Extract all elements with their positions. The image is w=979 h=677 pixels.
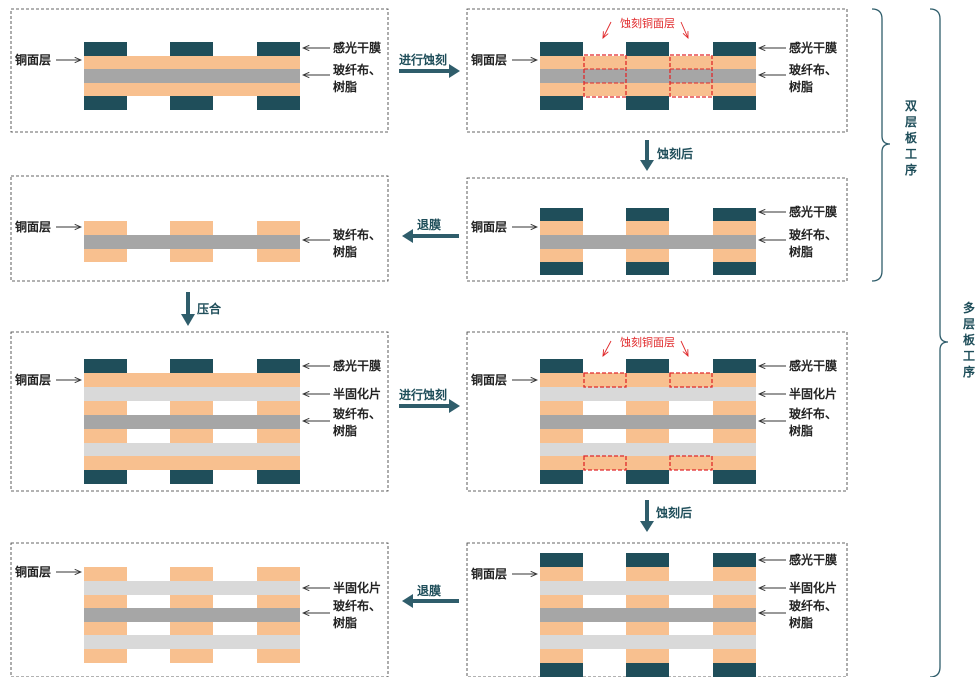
p8-prepreg-label: 半固化片	[789, 580, 837, 595]
p6-copper-label: 铜面层	[471, 372, 507, 387]
double-layer-bracket	[871, 8, 891, 282]
p3-copper-label: 铜面层	[15, 219, 51, 234]
multi-layer-label-char-4: 工	[963, 349, 975, 363]
panel-frame-3	[10, 175, 389, 282]
panel-6-stack	[540, 359, 756, 484]
p2-glass-label-1: 玻纤布、	[789, 62, 837, 77]
panel-frame-7	[10, 542, 389, 677]
panel-3-stack	[84, 221, 300, 262]
step-arrow-etch-2: 进行蚀刻	[399, 387, 460, 413]
p5-dryfilm-label: 感光干膜	[333, 358, 381, 373]
p1-dryfilm-label: 感光干膜	[333, 40, 381, 55]
double-layer-label-char-5: 序	[905, 162, 917, 177]
step-after-etch-2-label: 蚀刻后	[655, 505, 692, 520]
step-arrow-after-etch-1: 蚀刻后	[640, 140, 693, 171]
step-strip-2-label: 退膜	[417, 583, 441, 598]
step-arrow-etch-1: 进行蚀刻	[399, 52, 460, 78]
panel-frame-4	[466, 177, 848, 282]
panel-frame-2	[466, 8, 848, 133]
panel-5-stack	[84, 359, 300, 484]
p6-etch-copper-label: 蚀刻铜面层	[620, 335, 675, 349]
step-after-etch-1-label: 蚀刻后	[656, 146, 693, 161]
p5-glass-label-2: 树脂	[333, 423, 357, 438]
p6-glass-label-2: 树脂	[789, 423, 813, 438]
p1-copper-label: 铜面层	[15, 52, 51, 67]
panel-frame-5	[10, 331, 389, 492]
double-layer-label-char-3: 板	[905, 130, 918, 145]
p7-glass-label-2: 树脂	[333, 615, 357, 630]
p2-dryfilm-label: 感光干膜	[789, 40, 837, 55]
p8-glass-label-1: 玻纤布、	[789, 598, 837, 613]
p1-glass-label-2: 树脂	[333, 79, 357, 94]
multi-layer-label-char-2: 层	[963, 317, 975, 331]
panel-4-stack	[540, 208, 756, 275]
p6-glass-label-1: 玻纤布、	[789, 406, 837, 421]
p2-glass-label-2: 树脂	[789, 79, 813, 94]
p6-prepreg-label: 半固化片	[789, 386, 837, 401]
multi-layer-label-char-5: 序	[963, 364, 975, 379]
step-arrow-after-etch-2: 蚀刻后	[640, 500, 692, 532]
p7-glass-label-1: 玻纤布、	[333, 598, 381, 613]
p5-glass-label-1: 玻纤布、	[333, 406, 381, 421]
step-strip-1-label: 退膜	[417, 217, 441, 232]
p4-glass-label-1: 玻纤布、	[789, 227, 837, 242]
panel-7-stack	[84, 567, 300, 663]
p5-prepreg-label: 半固化片	[333, 386, 381, 401]
panel-1-stack	[84, 42, 300, 110]
step-arrow-strip-2: 退膜	[402, 583, 459, 608]
p4-copper-label: 铜面层	[471, 219, 507, 234]
p2-etch-copper-label: 蚀刻铜面层	[620, 16, 675, 30]
p8-dryfilm-label: 感光干膜	[789, 552, 837, 567]
p4-glass-label-2: 树脂	[789, 244, 813, 259]
multi-layer-label-char-3: 板	[963, 332, 976, 347]
p1-glass-label-1: 玻纤布、	[333, 62, 381, 77]
p2-copper-label: 铜面层	[471, 52, 507, 67]
p3-glass-label-2: 树脂	[333, 244, 357, 259]
p7-prepreg-label: 半固化片	[333, 580, 381, 595]
double-layer-label-char-1: 双	[905, 99, 917, 113]
p4-dryfilm-label: 感光干膜	[789, 204, 837, 219]
step-laminate-label: 压合	[197, 301, 222, 316]
p3-glass-label-1: 玻纤布、	[333, 227, 381, 242]
multi-layer-label-char-1: 多	[963, 300, 975, 315]
step-arrow-laminate: 压合	[181, 292, 222, 326]
multi-layer-bracket	[929, 8, 949, 677]
p6-dryfilm-label: 感光干膜	[789, 358, 837, 373]
panel-frame-8	[466, 542, 848, 677]
double-layer-label-char-2: 层	[905, 115, 917, 129]
panel-2-stack	[540, 42, 756, 110]
p8-glass-label-2: 树脂	[789, 615, 813, 630]
panel-frame-6	[466, 331, 848, 492]
p8-copper-label: 铜面层	[471, 566, 507, 581]
step-etch-2-label: 进行蚀刻	[399, 387, 447, 402]
p5-copper-label: 铜面层	[15, 372, 51, 387]
double-layer-label-char-4: 工	[905, 147, 917, 161]
p7-copper-label: 铜面层	[15, 564, 51, 579]
step-etch-1-label: 进行蚀刻	[399, 52, 447, 67]
step-arrow-strip-1: 退膜	[402, 217, 459, 243]
panel-8-stack	[540, 553, 756, 677]
